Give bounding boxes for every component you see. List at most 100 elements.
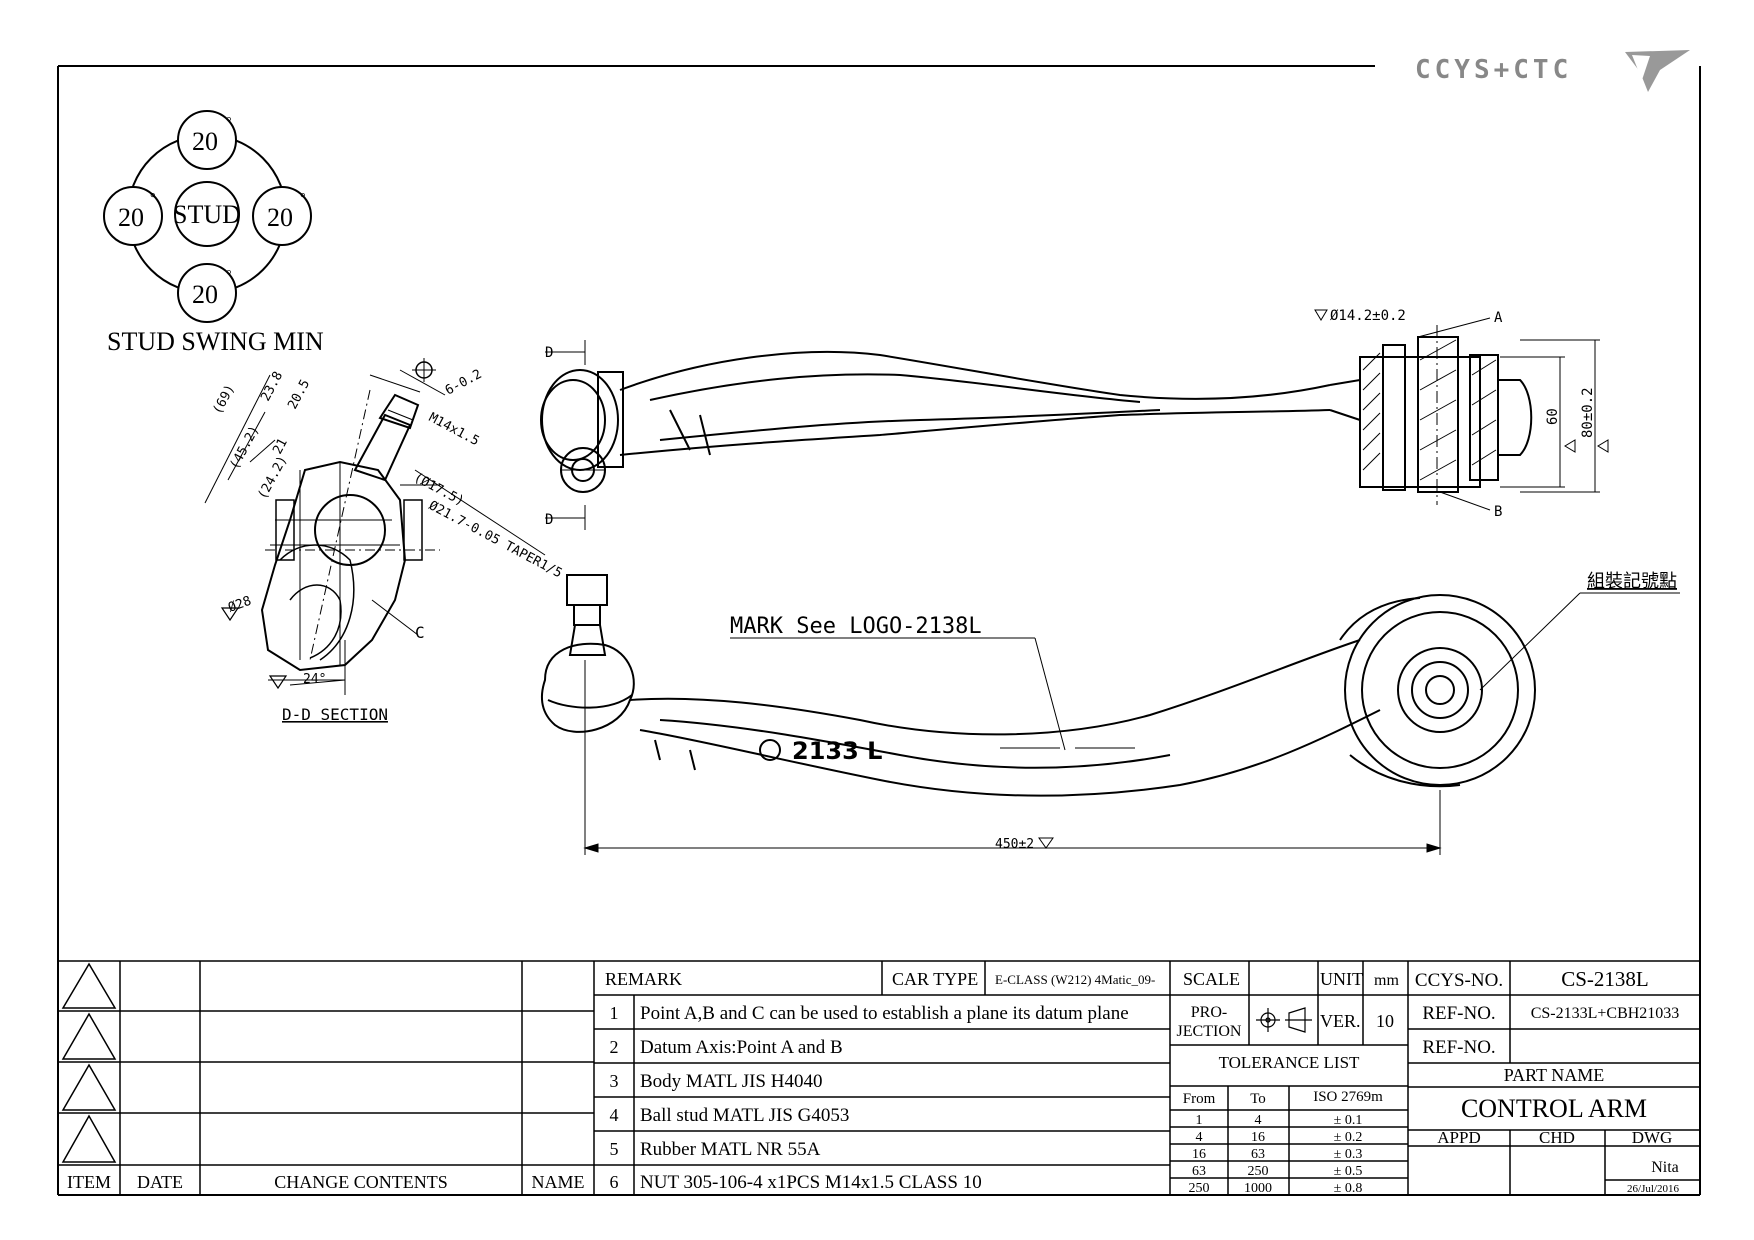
logo-gear-icon bbox=[759, 739, 781, 761]
svg-text:Ø14.2±0.2: Ø14.2±0.2 bbox=[1330, 308, 1406, 324]
svg-text:± 0.8: ± 0.8 bbox=[1334, 1181, 1363, 1196]
svg-text:ITEM: ITEM bbox=[67, 1172, 111, 1192]
stud-swing-diagram: STUD 20 20 20 20 ° ° ° ° STUD SWING MIN bbox=[103, 110, 324, 356]
svg-text:UNIT: UNIT bbox=[1320, 969, 1363, 989]
part-name: CONTROL ARM bbox=[1461, 1094, 1647, 1123]
svg-text:2: 2 bbox=[610, 1037, 619, 1057]
ccys-number: CS-2138L bbox=[1561, 967, 1649, 991]
svg-text:± 0.2: ± 0.2 bbox=[1334, 1130, 1363, 1145]
revision-triangle-icon bbox=[61, 1114, 117, 1163]
svg-text:4: 4 bbox=[610, 1105, 619, 1125]
svg-text:A: A bbox=[1494, 310, 1503, 326]
surface-mark-icon bbox=[1597, 439, 1609, 453]
svg-text:2133 L: 2133 L bbox=[792, 737, 882, 765]
svg-text:To: To bbox=[1250, 1091, 1266, 1107]
top-view-dimensions bbox=[545, 309, 1609, 530]
swing-bottom-value: 20 bbox=[192, 280, 218, 309]
svg-text:4: 4 bbox=[1196, 1130, 1203, 1145]
svg-text:450±2: 450±2 bbox=[995, 837, 1034, 852]
svg-text:NAME: NAME bbox=[532, 1172, 585, 1192]
svg-text:5: 5 bbox=[610, 1139, 619, 1159]
svg-text:60: 60 bbox=[1545, 408, 1561, 425]
svg-text:C: C bbox=[415, 623, 425, 642]
drawing-border bbox=[57, 65, 1701, 1196]
svg-text:CHANGE CONTENTS: CHANGE CONTENTS bbox=[274, 1172, 448, 1192]
svg-text:PART NAME: PART NAME bbox=[1504, 1065, 1604, 1085]
svg-text:REF-NO.: REF-NO. bbox=[1422, 1003, 1495, 1024]
revision-triangles bbox=[61, 962, 117, 1163]
svg-text:26/Jul/2016: 26/Jul/2016 bbox=[1627, 1183, 1679, 1195]
front-view-arm bbox=[541, 574, 1536, 797]
brand-logo: CCYS+CTC bbox=[1415, 50, 1690, 92]
svg-text:Body MATL JIS H4040: Body MATL JIS H4040 bbox=[640, 1071, 822, 1092]
svg-text:E-CLASS (W212) 4Matic_09-: E-CLASS (W212) 4Matic_09- bbox=[995, 972, 1155, 987]
surface-mark-icon bbox=[220, 607, 240, 622]
stud-label: STUD bbox=[173, 200, 241, 229]
svg-text:10: 10 bbox=[1376, 1011, 1394, 1031]
svg-text:D: D bbox=[545, 512, 553, 528]
svg-text:APPD: APPD bbox=[1437, 1128, 1480, 1147]
svg-text:21: 21 bbox=[270, 436, 291, 457]
top-view-arm bbox=[540, 336, 1533, 493]
svg-text:DATE: DATE bbox=[137, 1172, 183, 1192]
svg-text:MARK See LOGO-2138L: MARK See LOGO-2138L bbox=[730, 614, 982, 639]
svg-text:4: 4 bbox=[1255, 1113, 1262, 1128]
svg-text:± 0.5: ± 0.5 bbox=[1334, 1164, 1363, 1179]
svg-text:16: 16 bbox=[1251, 1130, 1265, 1145]
front-view-annotations bbox=[583, 592, 1680, 855]
surface-mark-icon bbox=[1038, 837, 1054, 849]
svg-text:PRO-: PRO- bbox=[1191, 1004, 1227, 1021]
svg-text:6: 6 bbox=[610, 1172, 619, 1192]
svg-text:REF-NO.: REF-NO. bbox=[1422, 1037, 1495, 1058]
top-view-hatching bbox=[1362, 339, 1497, 481]
swing-right-value: 20 bbox=[267, 203, 293, 232]
svg-text:3: 3 bbox=[610, 1071, 619, 1091]
svg-text:°: ° bbox=[226, 115, 232, 130]
svg-text:NUT 305-106-4 x1PCS M14x1.5 CL: NUT 305-106-4 x1PCS M14x1.5 CLASS 10 bbox=[640, 1172, 982, 1193]
svg-text:ISO 2769m: ISO 2769m bbox=[1313, 1089, 1383, 1105]
svg-text:1: 1 bbox=[610, 1003, 619, 1023]
svg-text:CHD: CHD bbox=[1539, 1128, 1575, 1147]
revision-triangle-icon bbox=[61, 962, 117, 1009]
revision-triangle-icon bbox=[61, 1012, 117, 1060]
top-view-labels: D D Ø14.2±0.2 A B 60 80±0.2 bbox=[545, 308, 1596, 528]
svg-text:°: ° bbox=[226, 268, 232, 283]
title-block-text: ITEM DATE CHANGE CONTENTS NAME REMARK CA… bbox=[67, 967, 1679, 1196]
svg-text:80±0.2: 80±0.2 bbox=[1580, 387, 1596, 438]
svg-text:SCALE: SCALE bbox=[1183, 969, 1240, 989]
svg-text:D: D bbox=[545, 345, 553, 361]
dd-section-title: D-D SECTION bbox=[282, 705, 388, 724]
svg-text:CS-2133L+CBH21033: CS-2133L+CBH21033 bbox=[1531, 1005, 1680, 1022]
svg-text:CCYS-NO.: CCYS-NO. bbox=[1415, 970, 1503, 991]
svg-text:°: ° bbox=[300, 191, 306, 206]
svg-text:°: ° bbox=[150, 191, 156, 206]
dd-section-view bbox=[204, 358, 546, 695]
svg-text:Ball stud MATL JIS G4053: Ball stud MATL JIS G4053 bbox=[640, 1105, 849, 1126]
svg-text:Datum Axis:Point A and B: Datum Axis:Point A and B bbox=[640, 1037, 843, 1058]
projection-symbol-icon bbox=[1256, 1007, 1312, 1033]
svg-text:mm: mm bbox=[1374, 972, 1399, 989]
swing-left-value: 20 bbox=[118, 203, 144, 232]
stud-swing-title: STUD SWING MIN bbox=[107, 327, 324, 356]
svg-text:B: B bbox=[1494, 504, 1502, 520]
brand-text: CCYS+CTC bbox=[1415, 55, 1572, 85]
svg-text:VER.: VER. bbox=[1320, 1011, 1361, 1031]
svg-text:JECTION: JECTION bbox=[1177, 1023, 1242, 1040]
svg-text:± 0.3: ± 0.3 bbox=[1334, 1147, 1363, 1162]
svg-text:Point A,B and C can be used to: Point A,B and C can be used to establish… bbox=[640, 1003, 1129, 1024]
svg-text:16: 16 bbox=[1192, 1147, 1206, 1162]
svg-text:From: From bbox=[1183, 1091, 1216, 1107]
svg-text:組裝記號點: 組裝記號點 bbox=[1587, 571, 1677, 592]
svg-text:± 0.1: ± 0.1 bbox=[1334, 1113, 1363, 1128]
svg-text:1000: 1000 bbox=[1244, 1181, 1272, 1196]
svg-text:Rubber MATL NR 55A: Rubber MATL NR 55A bbox=[640, 1139, 821, 1160]
stud-center-circle bbox=[174, 181, 240, 247]
svg-text:Nita: Nita bbox=[1651, 1159, 1679, 1176]
surface-mark-icon bbox=[268, 675, 288, 690]
svg-text:DWG: DWG bbox=[1632, 1128, 1673, 1147]
svg-text:63: 63 bbox=[1192, 1164, 1206, 1179]
svg-text:63: 63 bbox=[1251, 1147, 1265, 1162]
svg-text:250: 250 bbox=[1189, 1181, 1210, 1196]
svg-text:24°: 24° bbox=[303, 672, 326, 687]
